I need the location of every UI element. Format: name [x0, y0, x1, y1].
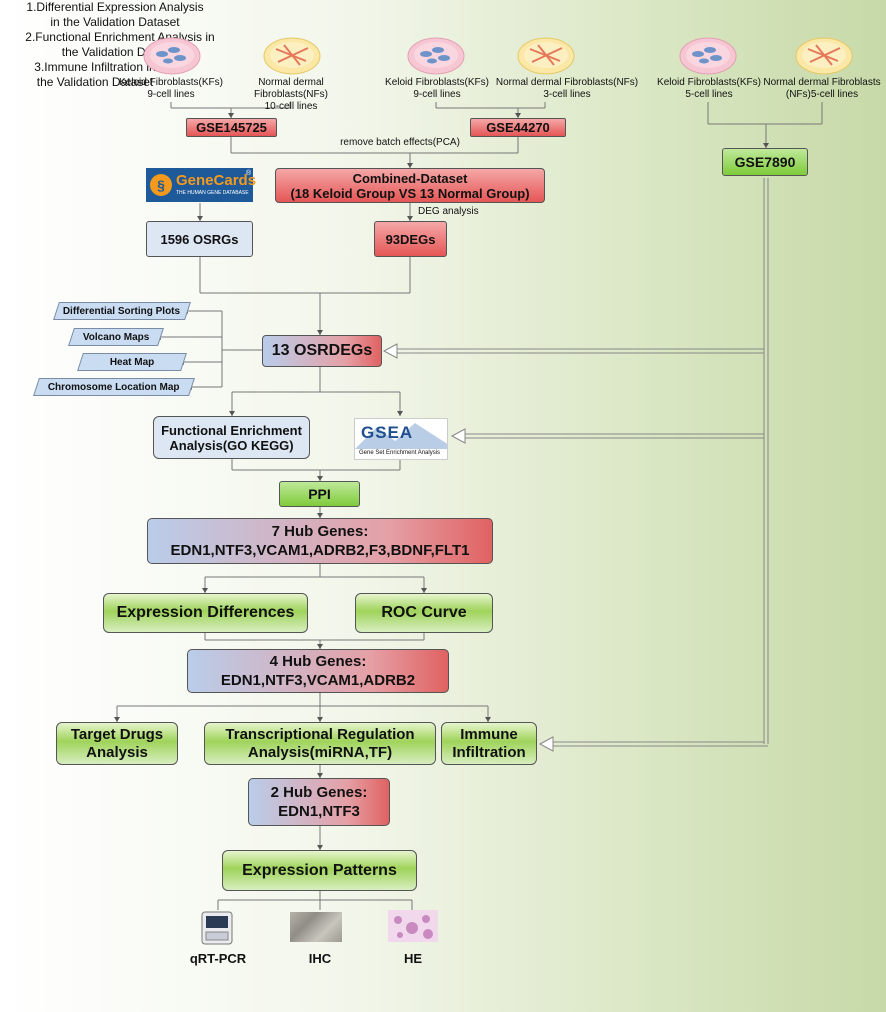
cell-label-1: Keloid Fibroblasts(KFs) 9-cell lines	[119, 77, 223, 100]
cell-label-5: Keloid Fibroblasts(KFs) 5-cell lines	[657, 77, 761, 100]
functional-enrichment-box: Functional Enrichment Analysis(GO KEGG)	[153, 416, 310, 459]
immune-infiltration-box: Immune Infiltration	[441, 722, 537, 765]
cell-label-3: Keloid Fibroblasts(KFs) 9-cell lines	[385, 77, 489, 100]
transcriptional-regulation-box: Transcriptional Regulation Analysis(miRN…	[204, 722, 436, 765]
dna-icon: §	[150, 174, 172, 196]
cell-label-6: Normal dermal Fibroblasts (NFs)5-cell li…	[763, 77, 881, 100]
expression-differences-box: Expression Differences	[103, 593, 308, 633]
ihc-image	[290, 912, 342, 942]
hub-genes-7-box: 7 Hub Genes: EDN1,NTF3,VCAM1,ADRB2,F3,BD…	[147, 518, 493, 564]
he-image	[388, 910, 438, 942]
gse44270-box: GSE44270	[470, 118, 566, 137]
normal-fibroblast-dish-3	[795, 37, 853, 75]
hub-genes-2-box: 2 Hub Genes: EDN1,NTF3	[248, 778, 390, 826]
qpcr-label: qRT-PCR	[189, 951, 247, 966]
genecards-logo: § GeneCards ® THE HUMAN GENE DATABASE	[146, 168, 257, 202]
keloid-fibroblast-dish-1	[143, 37, 201, 75]
gse145725-box: GSE145725	[186, 118, 277, 137]
heat-map: Heat Map	[77, 353, 187, 371]
gse7890-box: GSE7890	[722, 148, 808, 176]
hub-genes-4-box: 4 Hub Genes: EDN1,NTF3,VCAM1,ADRB2	[187, 649, 449, 693]
expression-patterns-box: Expression Patterns	[222, 850, 417, 891]
ihc-label: IHC	[308, 951, 332, 966]
chromosome-location-map: Chromosome Location Map	[33, 378, 195, 396]
roc-curve-box: ROC Curve	[355, 593, 493, 633]
keloid-fibroblast-dish-2	[407, 37, 465, 75]
validation-note-1: 1.Differential Expression Analysis in th…	[26, 0, 204, 29]
cell-label-4: Normal dermal Fibroblasts(NFs) 3-cell li…	[495, 77, 639, 100]
gsea-subtitle: Gene Set Enrichment Analysis	[359, 450, 441, 456]
differential-sorting-plots: Differential Sorting Plots	[53, 302, 191, 320]
gsea-wordmark: GSEA	[361, 423, 414, 442]
degs-box: 93DEGs	[374, 221, 447, 257]
genecards-reg: ®	[246, 170, 252, 177]
mountain-icon	[355, 423, 447, 449]
genecards-name: GeneCards	[176, 172, 257, 189]
deg-note: DEG analysis	[418, 206, 479, 217]
cell-label-2: Normal dermal Fibroblasts(NFs) 10-cell l…	[254, 77, 328, 112]
ppi-box: PPI	[279, 481, 360, 507]
genecards-subtitle: THE HUMAN GENE DATABASE	[176, 190, 249, 196]
gsea-logo: GSEA Gene Set Enrichment Analysis	[354, 418, 448, 460]
batch-note: remove batch effects(PCA)	[340, 137, 460, 148]
osrdegs-box: 13 OSRDEGs	[262, 335, 382, 367]
osrgs-box: 1596 OSRGs	[146, 221, 253, 257]
qpcr-machine-icon	[201, 911, 233, 945]
validation-note-3: 3.Immune Infiltration in the Validation …	[34, 60, 155, 89]
he-label: HE	[403, 951, 423, 966]
normal-fibroblast-dish-1	[263, 37, 321, 75]
keloid-fibroblast-dish-3	[679, 37, 737, 75]
combined-dataset-box: Combined-Dataset (18 Keloid Group VS 13 …	[275, 168, 545, 203]
normal-fibroblast-dish-2	[517, 37, 575, 75]
target-drugs-box: Target Drugs Analysis	[56, 722, 178, 765]
volcano-maps: Volcano Maps	[68, 328, 164, 346]
